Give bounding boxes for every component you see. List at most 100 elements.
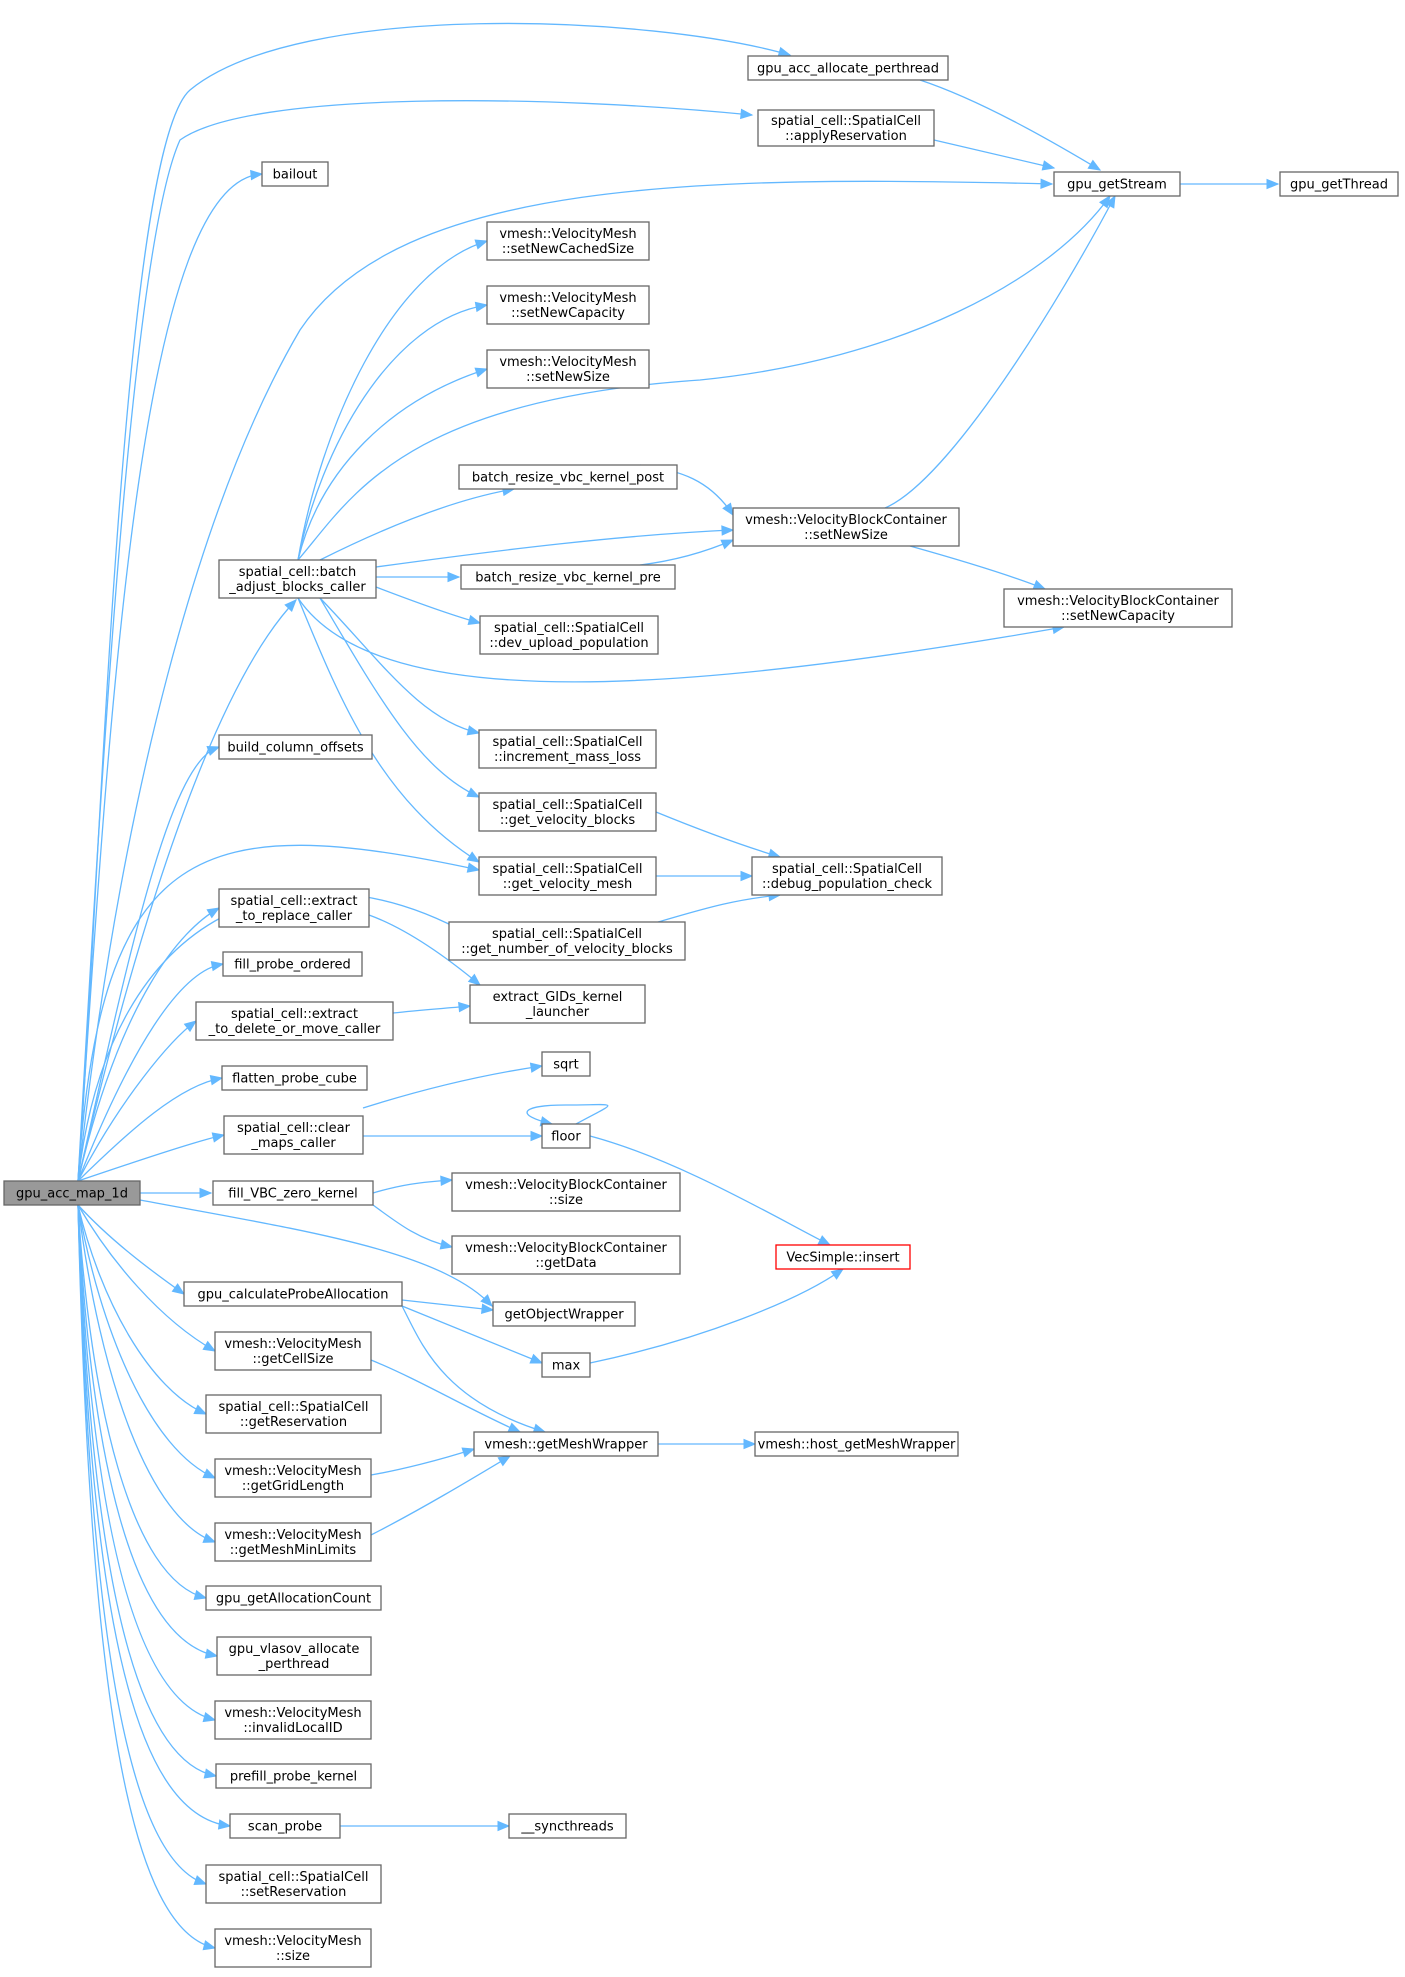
function-node-fill-vbc[interactable]: fill_VBC_zero_kernel xyxy=(212,1180,374,1206)
node-label: vmesh::VelocityMesh xyxy=(499,291,636,306)
arrowhead xyxy=(202,1340,217,1352)
function-node-mesh-wr[interactable]: vmesh::getMeshWrapper xyxy=(473,1431,659,1457)
call-edge xyxy=(368,914,482,986)
function-node-fill-probe[interactable]: fill_probe_ordered xyxy=(222,951,363,977)
node-label: sqrt xyxy=(553,1058,578,1073)
call-edge xyxy=(77,1204,186,1295)
function-node-vm-cell[interactable]: vmesh::VelocityMesh::getCellSize xyxy=(214,1331,372,1371)
function-node-ext-gids[interactable]: extract_GIDs_kernel_launcher xyxy=(469,984,646,1024)
function-node-get-num[interactable]: spatial_cell::SpatialCell::get_number_of… xyxy=(448,921,686,961)
function-node-build-col[interactable]: build_column_offsets xyxy=(218,734,373,760)
call-edge xyxy=(77,599,297,1182)
call-edge-line xyxy=(77,1204,216,1721)
function-node-alloc-count[interactable]: gpu_getAllocationCount xyxy=(205,1585,382,1611)
function-node-flatten[interactable]: flatten_probe_cube xyxy=(221,1065,368,1091)
node-box xyxy=(215,1763,372,1789)
call-edge-line xyxy=(909,545,1046,590)
function-node-floor[interactable]: floor xyxy=(541,1123,591,1149)
function-node-prefill[interactable]: prefill_probe_kernel xyxy=(215,1763,372,1789)
arrowhead xyxy=(777,46,792,57)
function-node-brk-post[interactable]: batch_resize_vbc_kernel_post xyxy=(458,464,678,490)
call-edge xyxy=(77,100,754,1182)
node-label: spatial_cell::SpatialCell xyxy=(493,862,643,877)
function-node-max[interactable]: max xyxy=(541,1352,591,1378)
node-box xyxy=(751,856,943,896)
function-node-vbc-cap[interactable]: vmesh::VelocityBlockContainer::setNewCap… xyxy=(1003,588,1233,628)
node-box xyxy=(757,109,935,147)
call-edge xyxy=(77,1204,208,1601)
function-node-host-mesh[interactable]: vmesh::host_getMeshWrapper xyxy=(754,1431,959,1457)
arrowhead xyxy=(183,1020,198,1033)
function-node-getThread[interactable]: gpu_getThread xyxy=(1279,171,1399,197)
function-node-vm-size2[interactable]: vmesh::VelocityMesh::size xyxy=(214,1928,372,1968)
function-node-get-obj[interactable]: getObjectWrapper xyxy=(492,1301,636,1327)
function-node-sqrt[interactable]: sqrt xyxy=(541,1051,591,1077)
function-node-inc-mass[interactable]: spatial_cell::SpatialCell::increment_mas… xyxy=(478,729,657,769)
call-edge xyxy=(639,539,735,566)
function-node-ext-rep[interactable]: spatial_cell::extract_to_replace_caller xyxy=(218,888,370,928)
function-node-vm-min[interactable]: vmesh::VelocityMesh::getMeshMinLimits xyxy=(214,1522,372,1562)
function-node-set-res[interactable]: spatial_cell::SpatialCell::setReservatio… xyxy=(205,1864,382,1904)
node-label: flatten_probe_cube xyxy=(232,1072,357,1087)
function-node-applyRes[interactable]: spatial_cell::SpatialCell::applyReservat… xyxy=(757,109,935,147)
function-node-calc-probe[interactable]: gpu_calculateProbeAllocation xyxy=(183,1281,403,1307)
arrowhead xyxy=(529,1062,544,1073)
node-box xyxy=(218,888,370,928)
function-node-vlasov-alloc[interactable]: gpu_vlasov_allocate_perthread xyxy=(216,1636,372,1676)
function-node-vec-insert[interactable]: VecSimple::insert xyxy=(775,1244,911,1270)
function-node-vm-cap[interactable]: vmesh::VelocityMesh::setNewCapacity xyxy=(486,285,650,325)
function-node-vbc-size2[interactable]: vmesh::VelocityBlockContainer::size xyxy=(451,1172,681,1212)
function-node-ext-del[interactable]: spatial_cell::extract_to_delete_or_move_… xyxy=(195,1001,394,1041)
function-node-dbg-pop[interactable]: spatial_cell::SpatialCell::debug_populat… xyxy=(751,856,943,896)
call-edge xyxy=(77,1204,217,1352)
arrowhead xyxy=(1032,579,1047,590)
arrowhead xyxy=(1266,178,1280,190)
function-node-alloc-pt[interactable]: gpu_acc_allocate_perthread xyxy=(747,55,949,81)
node-label: _perthread xyxy=(258,1657,330,1672)
function-node-clear-maps[interactable]: spatial_cell::clear_maps_caller xyxy=(223,1115,364,1155)
function-node-vbc-size[interactable]: vmesh::VelocityBlockContainer::setNewSiz… xyxy=(732,507,960,547)
function-node-vm-size[interactable]: vmesh::VelocityMesh::setNewSize xyxy=(486,349,650,389)
arrowhead xyxy=(466,725,481,736)
function-node-batch[interactable]: spatial_cell::batch_adjust_blocks_caller xyxy=(218,559,377,599)
arrowhead xyxy=(204,1648,219,1659)
arrowhead xyxy=(209,1075,224,1086)
call-edge-line xyxy=(77,1204,217,1777)
node-label: spatial_cell::SpatialCell xyxy=(493,798,643,813)
function-node-vm-invalid[interactable]: vmesh::VelocityMesh::invalidLocalID xyxy=(214,1700,372,1740)
arrowhead xyxy=(1087,159,1102,171)
node-label: batch_resize_vbc_kernel_post xyxy=(472,471,664,486)
node-label: batch_resize_vbc_kernel_pre xyxy=(475,571,660,586)
function-node-brk-pre[interactable]: batch_resize_vbc_kernel_pre xyxy=(460,564,676,590)
call-edge xyxy=(362,1062,544,1109)
call-edge-line xyxy=(401,1305,543,1364)
node-label: _to_replace_caller xyxy=(235,909,353,924)
function-node-get-vm[interactable]: spatial_cell::SpatialCell::get_velocity_… xyxy=(478,856,657,896)
node-box xyxy=(222,951,363,977)
call-edge-line xyxy=(77,173,263,1182)
node-box xyxy=(1279,171,1399,197)
call-edge-line xyxy=(77,746,220,1182)
function-node-vbc-data[interactable]: vmesh::VelocityBlockContainer::getData xyxy=(451,1235,681,1275)
function-node-dev-upload[interactable]: spatial_cell::SpatialCell::dev_upload_po… xyxy=(479,615,659,655)
function-node-get-vb[interactable]: spatial_cell::SpatialCell::get_velocity_… xyxy=(478,792,657,832)
function-node-vm-cached[interactable]: vmesh::VelocityMesh::setNewCachedSize xyxy=(486,221,650,261)
node-label: vmesh::VelocityBlockContainer xyxy=(465,1178,667,1193)
function-node-vm-grid[interactable]: vmesh::VelocityMesh::getGridLength xyxy=(214,1458,372,1498)
function-node-sync[interactable]: __syncthreads xyxy=(508,1813,627,1839)
node-label: vmesh::VelocityMesh xyxy=(224,1464,361,1479)
node-box xyxy=(3,1180,141,1206)
arrowhead xyxy=(1104,194,1116,209)
function-node-getStream[interactable]: gpu_getStream xyxy=(1053,171,1181,197)
function-node-root[interactable]: gpu_acc_map_1d xyxy=(3,1180,141,1206)
node-box xyxy=(479,615,659,655)
arrowhead xyxy=(171,1283,186,1295)
function-node-bailout[interactable]: bailout xyxy=(261,161,329,187)
arrowhead xyxy=(467,614,482,626)
node-label: gpu_vlasov_allocate xyxy=(229,1642,360,1657)
function-node-scan[interactable]: scan_probe xyxy=(229,1813,341,1839)
function-node-get-res[interactable]: spatial_cell::SpatialCell::getReservatio… xyxy=(205,1394,382,1434)
node-label: floor xyxy=(551,1130,581,1145)
node-label: _launcher xyxy=(525,1005,590,1020)
node-label: ::invalidLocalID xyxy=(243,1721,342,1736)
